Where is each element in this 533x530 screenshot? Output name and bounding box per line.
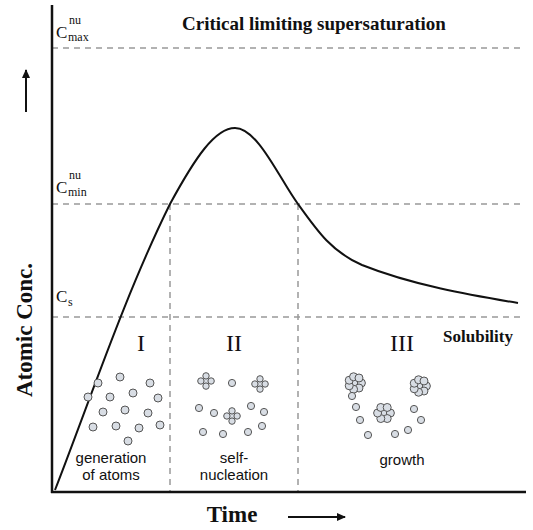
atom-dot <box>210 409 217 416</box>
atom-dot <box>257 376 263 382</box>
atom-dot <box>89 423 97 431</box>
atom-dot <box>99 408 107 416</box>
atom-dot <box>391 430 398 437</box>
atom-dot <box>364 431 371 438</box>
label: C <box>56 24 67 43</box>
atom-dot <box>116 373 124 381</box>
atom-dot <box>94 379 102 387</box>
atom-dot <box>234 413 240 419</box>
atom-dot <box>352 403 359 410</box>
atom-dot <box>383 403 391 411</box>
atom-dot <box>229 418 235 424</box>
atom-dot <box>195 404 202 411</box>
label: s <box>68 296 73 309</box>
atom-dot <box>356 416 363 423</box>
label: Critical limiting supersaturation <box>182 14 446 35</box>
atom-dot <box>260 408 267 415</box>
atom-dot <box>252 381 258 387</box>
label: Time <box>207 502 258 527</box>
label: I <box>137 330 145 356</box>
atom-dot <box>404 426 411 433</box>
label: nu <box>69 169 81 182</box>
atom-dot <box>348 392 355 399</box>
axis-arrow <box>25 70 27 112</box>
axes <box>51 5 526 493</box>
label: II <box>226 330 242 356</box>
label: min <box>68 186 87 199</box>
atom-dot <box>154 394 162 402</box>
atom-dot <box>124 437 132 445</box>
atom-dot <box>121 406 129 414</box>
atom-dot <box>199 428 206 435</box>
atom-dot <box>112 422 120 430</box>
label: max <box>68 31 89 44</box>
atom-dot <box>84 393 92 401</box>
atom-dot <box>135 424 143 432</box>
atom-dot <box>228 379 235 386</box>
atom-dot <box>229 408 235 414</box>
atom-dot <box>224 413 230 419</box>
atom-dot <box>258 422 265 429</box>
atom-dot <box>257 386 263 392</box>
atom-dot <box>129 389 137 397</box>
atom-dot <box>262 381 268 387</box>
label: growth <box>379 452 424 469</box>
atom-dot <box>144 409 152 417</box>
atom-dot <box>146 379 154 387</box>
label: III <box>390 330 414 356</box>
label: C <box>56 179 67 198</box>
label: generation of atoms <box>69 450 153 483</box>
atom-dot <box>244 428 251 435</box>
label: Atomic Conc. <box>12 263 37 397</box>
label: nu <box>69 14 81 27</box>
concentration-curve <box>55 128 518 490</box>
atom-dot <box>410 405 417 412</box>
atom-dot <box>417 416 424 423</box>
atom-dot <box>203 383 209 389</box>
label: Solubility <box>443 328 513 347</box>
guide-lines <box>52 48 522 492</box>
label: self- nucleation <box>192 450 276 483</box>
label: C <box>56 288 67 307</box>
axis-arrow <box>288 516 345 518</box>
atom-dot <box>198 378 204 384</box>
atom-dot <box>219 430 226 437</box>
atom-dot <box>355 374 363 382</box>
atom-dot <box>203 373 209 379</box>
atom-dot <box>208 378 214 384</box>
atoms <box>84 373 430 445</box>
atom-dot <box>247 402 254 409</box>
atom-dot <box>106 393 114 401</box>
atom-dot <box>156 421 164 429</box>
atom-dot <box>420 377 428 385</box>
